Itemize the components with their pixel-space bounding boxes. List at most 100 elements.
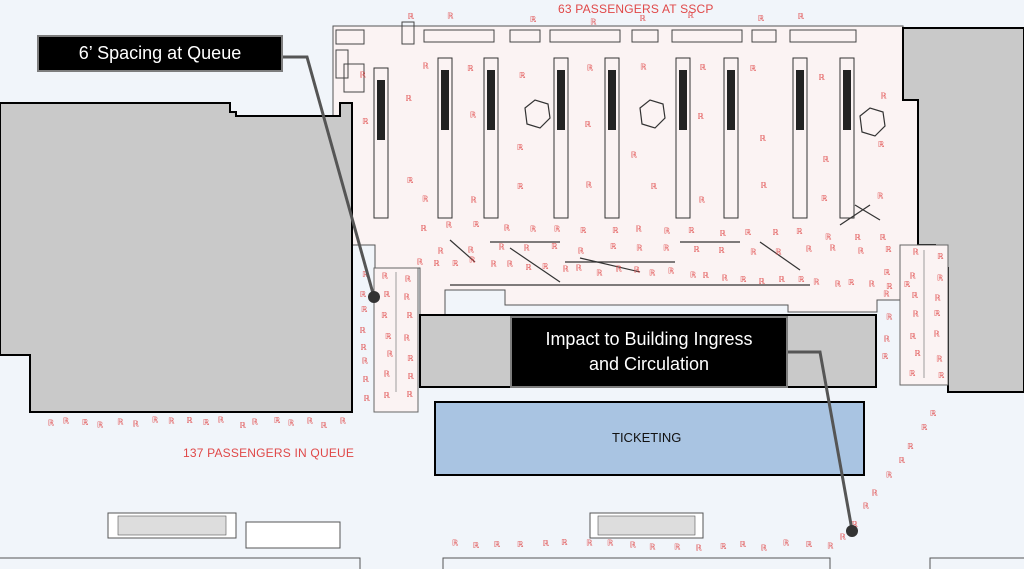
passenger-mark: ℝ — [360, 326, 366, 335]
passenger-mark: ℝ — [825, 232, 831, 241]
passenger-mark: ℝ — [362, 117, 368, 126]
passenger-mark: ℝ — [910, 271, 916, 280]
passenger-mark: ℝ — [406, 94, 412, 103]
passenger-mark: ℝ — [636, 225, 642, 234]
passenger-mark: ℝ — [563, 265, 569, 274]
passenger-mark: ℝ — [668, 267, 674, 276]
passenger-mark: ℝ — [806, 540, 812, 549]
ticketing-counter — [434, 401, 865, 476]
passenger-mark: ℝ — [407, 390, 413, 399]
passenger-mark: ℝ — [813, 277, 819, 286]
passenger-mark: ℝ — [636, 244, 642, 253]
passenger-mark: ℝ — [494, 540, 500, 549]
passenger-mark: ℝ — [914, 349, 920, 358]
passenger-mark: ℝ — [720, 542, 726, 551]
passenger-mark: ℝ — [468, 245, 474, 254]
passenger-mark: ℝ — [877, 192, 883, 201]
passenger-mark: ℝ — [596, 268, 602, 277]
passenger-mark: ℝ — [517, 143, 523, 152]
passenger-mark: ℝ — [913, 248, 919, 257]
passenger-mark: ℝ — [830, 243, 836, 252]
passenger-mark: ℝ — [880, 233, 886, 242]
passenger-mark: ℝ — [361, 305, 367, 314]
queue-stanchions — [449, 204, 881, 286]
body-scanners — [524, 99, 886, 137]
passenger-mark: ℝ — [551, 242, 557, 251]
passenger-mark: ℝ — [307, 417, 313, 426]
passenger-mark: ℝ — [798, 12, 804, 21]
passenger-mark: ℝ — [586, 180, 592, 189]
passenger-mark: ℝ — [469, 256, 475, 265]
passenger-mark: ℝ — [772, 228, 778, 237]
passenger-mark: ℝ — [97, 420, 103, 429]
passenger-mark: ℝ — [382, 271, 388, 280]
passenger-mark: ℝ — [698, 112, 704, 121]
passenger-mark: ℝ — [696, 544, 702, 553]
passenger-mark: ℝ — [340, 416, 346, 425]
screening-lanes — [373, 57, 855, 219]
passenger-mark: ℝ — [872, 489, 878, 498]
passenger-mark: ℝ — [674, 542, 680, 551]
passenger-mark: ℝ — [437, 246, 443, 255]
impact-callout: Impact to Building Ingress and Circulati… — [510, 316, 788, 388]
passenger-mark: ℝ — [168, 416, 174, 425]
impact-callout-line1: Impact to Building Ingress — [545, 329, 753, 349]
passenger-mark: ℝ — [473, 541, 479, 550]
checkpoint-area — [332, 25, 919, 316]
passenger-mark: ℝ — [761, 543, 767, 552]
passenger-mark: ℝ — [446, 221, 452, 230]
passenger-mark: ℝ — [886, 471, 892, 480]
passenger-mark: ℝ — [821, 194, 827, 203]
passenger-mark: ℝ — [869, 279, 875, 288]
passenger-mark: ℝ — [117, 418, 123, 427]
passenger-mark: ℝ — [720, 229, 726, 238]
passenger-mark: ℝ — [519, 71, 525, 80]
passenger-mark: ℝ — [909, 369, 915, 378]
passenger-mark: ℝ — [798, 275, 804, 284]
passenger-mark: ℝ — [152, 416, 158, 425]
passenger-mark: ℝ — [288, 418, 294, 427]
passenger-mark: ℝ — [362, 357, 368, 366]
spacing-callout-text: 6’ Spacing at Queue — [78, 43, 242, 63]
passenger-mark: ℝ — [835, 279, 841, 288]
passenger-mark: ℝ — [321, 421, 327, 430]
passenger-mark: ℝ — [779, 275, 785, 284]
passenger-mark: ℝ — [561, 538, 567, 547]
passenger-mark: ℝ — [880, 91, 886, 100]
passenger-mark: ℝ — [718, 246, 724, 255]
passenger-mark: ℝ — [63, 417, 69, 426]
passenger-mark: ℝ — [693, 245, 699, 254]
callout-leaders — [283, 55, 854, 531]
passenger-mark: ℝ — [703, 271, 709, 280]
passenger-mark: ℝ — [823, 155, 829, 164]
passenger-mark: ℝ — [699, 196, 705, 205]
passenger-mark: ℝ — [649, 269, 655, 278]
passenger-mark: ℝ — [913, 309, 919, 318]
passenger-mark: ℝ — [806, 245, 812, 254]
passenger-mark: ℝ — [852, 520, 858, 529]
bench — [245, 521, 341, 549]
spacing-callout: 6’ Spacing at Queue — [37, 35, 283, 72]
passenger-mark: ℝ — [840, 532, 846, 541]
passenger-mark: ℝ — [186, 416, 192, 425]
passenger-mark: ℝ — [761, 181, 767, 190]
passenger-mark: ℝ — [664, 227, 670, 236]
passenger-mark: ℝ — [934, 309, 940, 318]
passenger-mark: ℝ — [421, 224, 427, 233]
passenger-mark: ℝ — [858, 246, 864, 255]
passenger-mark: ℝ — [452, 259, 458, 268]
passenger-mark: ℝ — [886, 282, 892, 291]
passenger-mark: ℝ — [408, 372, 414, 381]
passenger-mark: ℝ — [470, 111, 476, 120]
passenger-mark: ℝ — [610, 242, 616, 251]
passenger-mark: ℝ — [381, 311, 387, 320]
passenger-mark: ℝ — [384, 391, 390, 400]
passenger-mark: ℝ — [252, 418, 258, 427]
passenger-mark: ℝ — [203, 418, 209, 427]
passenger-mark: ℝ — [884, 335, 890, 344]
passenger-mark: ℝ — [525, 263, 531, 272]
passenger-mark: ℝ — [616, 264, 622, 273]
passenger-mark: ℝ — [937, 274, 943, 283]
passenger-mark: ℝ — [937, 252, 943, 261]
